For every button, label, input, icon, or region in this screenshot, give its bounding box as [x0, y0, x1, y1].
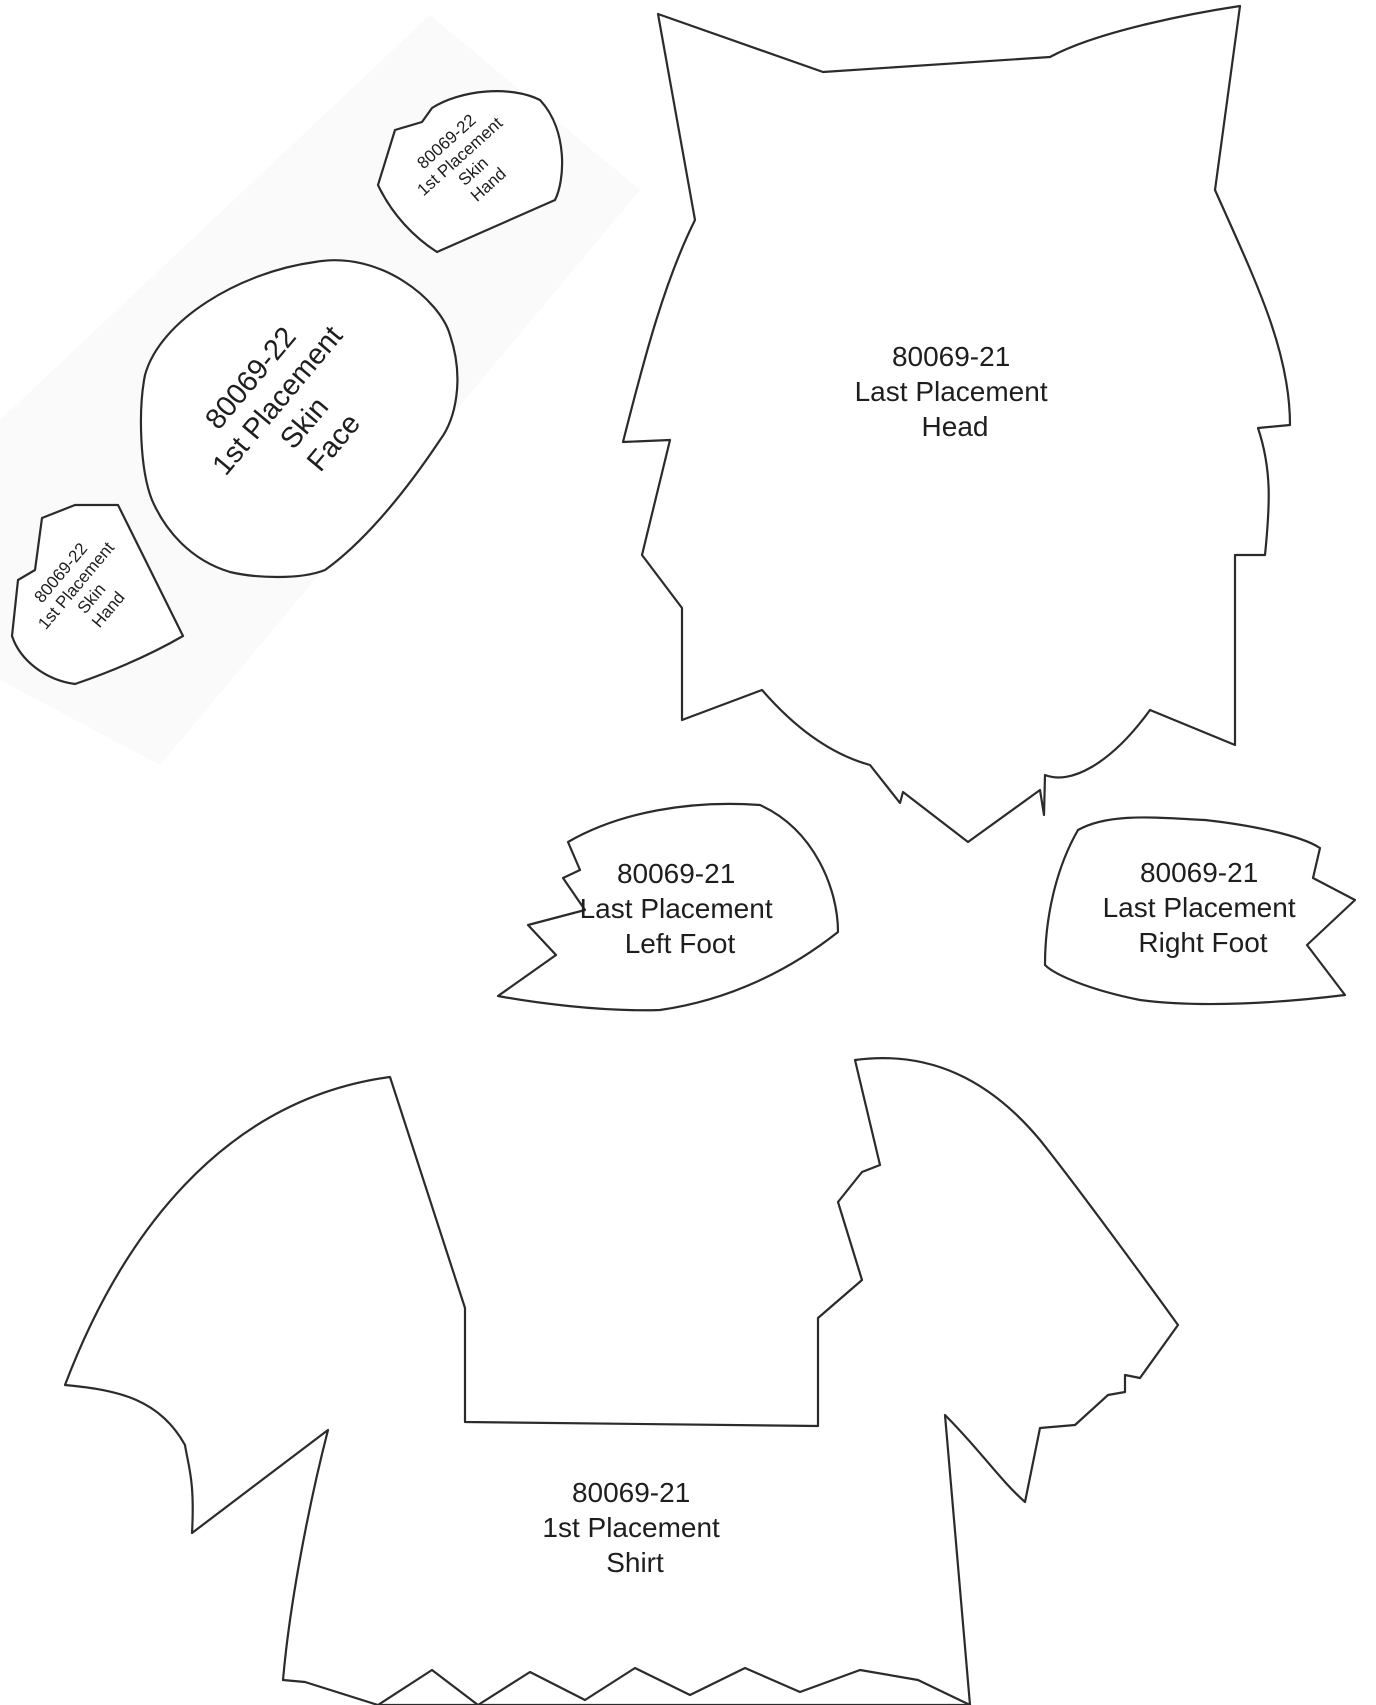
shirt-name: Shirt — [606, 1547, 664, 1578]
shirt-code: 80069-21 — [572, 1477, 690, 1508]
right-foot-outline — [1043, 816, 1357, 1006]
hand-left-piece: 80069-22 1st Placement Skin Hand — [10, 503, 185, 686]
right-foot-piece: 80069-21 Last Placement Right Foot — [1043, 816, 1357, 1006]
left-foot-name: Left Foot — [625, 928, 736, 959]
hand-left-outline — [10, 503, 185, 686]
head-label: 80069-21 Last Placement Head — [855, 341, 1056, 442]
face-outline — [139, 259, 459, 579]
shirt-placement: 1st Placement — [542, 1512, 720, 1543]
head-code: 80069-21 — [892, 341, 1010, 372]
left-foot-outline — [496, 802, 840, 1012]
right-foot-label: 80069-21 Last Placement Right Foot — [1103, 857, 1304, 958]
shirt-label: 80069-21 1st Placement Shirt — [542, 1477, 727, 1578]
face-piece: 80069-22 1st Placement Skin Face — [139, 259, 459, 579]
hand-top-outline — [376, 90, 564, 254]
head-name: Head — [922, 411, 989, 442]
head-placement: Last Placement — [855, 376, 1048, 407]
shirt-hem — [376, 1666, 972, 1705]
left-foot-code: 80069-21 — [617, 858, 735, 889]
shirt-outline — [63, 1057, 1180, 1705]
left-foot-label: 80069-21 Last Placement Left Foot — [580, 858, 781, 959]
right-foot-code: 80069-21 — [1140, 857, 1258, 888]
left-foot-piece: 80069-21 Last Placement Left Foot — [496, 802, 840, 1012]
head-outline — [621, 4, 1292, 844]
right-foot-name: Right Foot — [1138, 927, 1267, 958]
hand-top-piece: 80069-22 1st Placement Skin Hand — [376, 90, 564, 254]
left-foot-placement: Last Placement — [580, 893, 773, 924]
shirt-piece: 80069-21 1st Placement Shirt — [63, 1057, 1180, 1705]
head-piece: 80069-21 Last Placement Head — [621, 4, 1292, 844]
right-foot-placement: Last Placement — [1103, 892, 1296, 923]
